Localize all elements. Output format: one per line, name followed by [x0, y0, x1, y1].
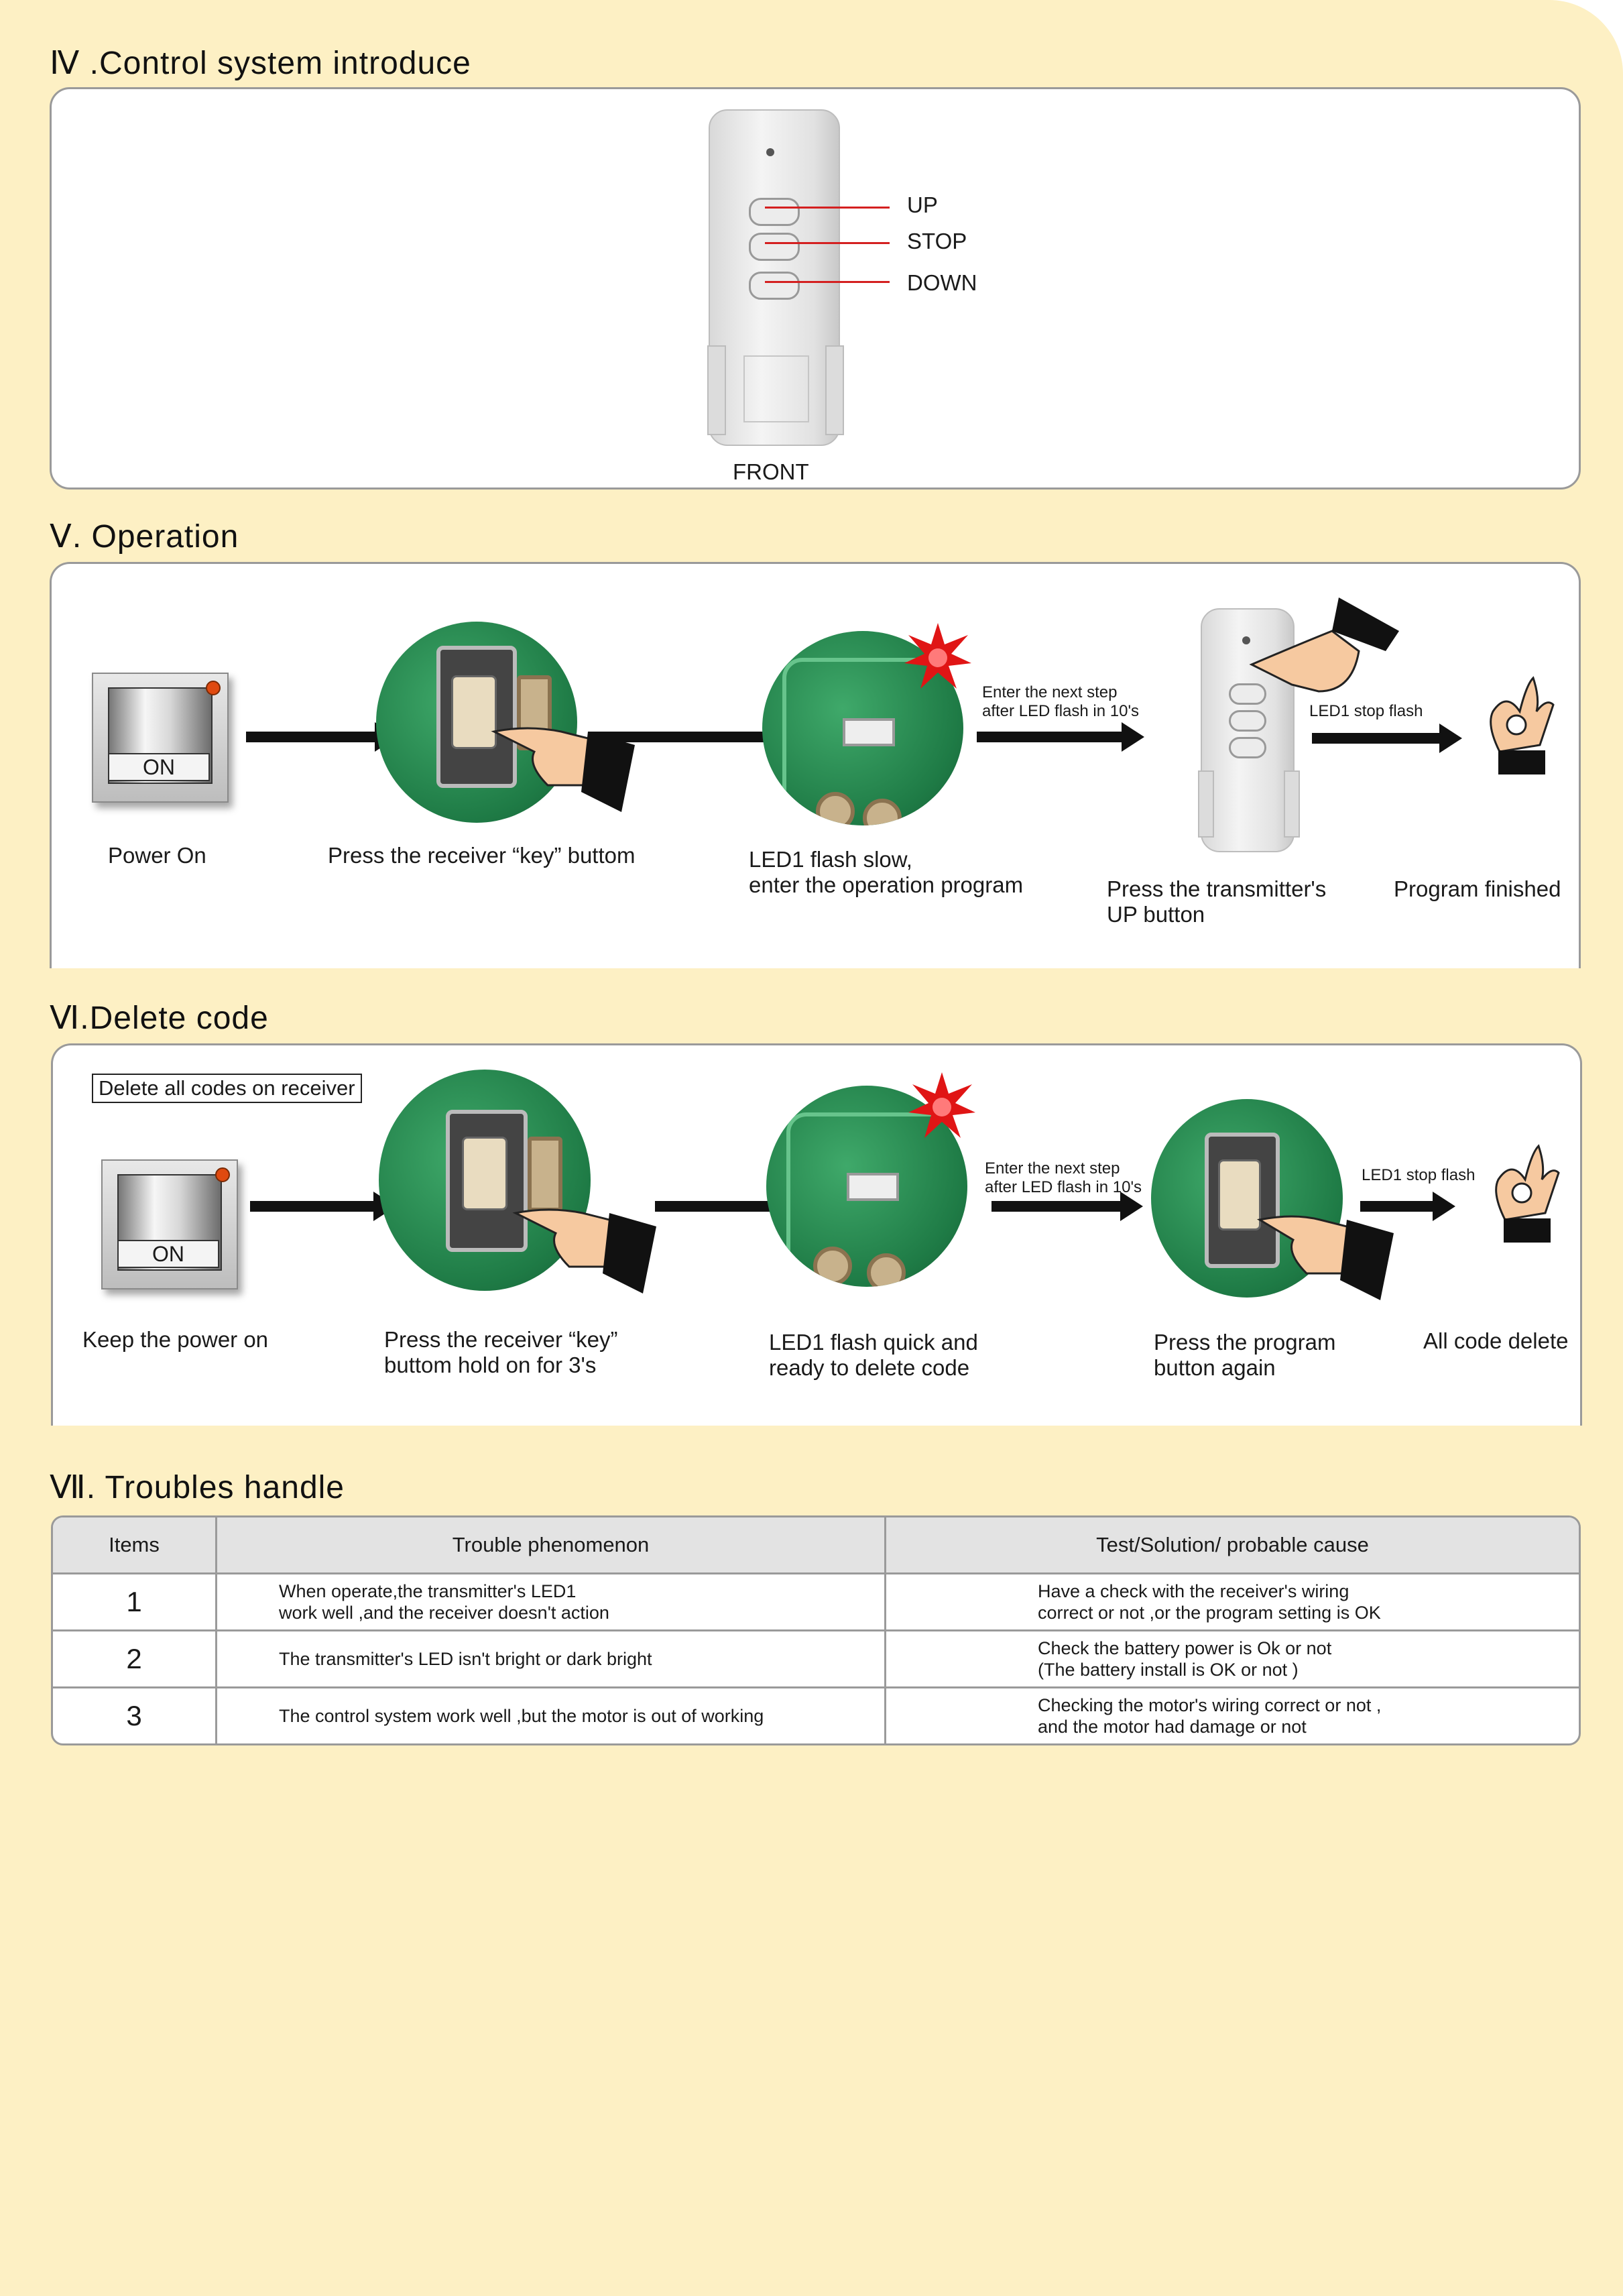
item-number: 3 [53, 1686, 215, 1743]
delete-step-3-label: LED1 flash quick and ready to delete cod… [769, 1330, 978, 1381]
delete-step-2-label: Press the receiver “key” buttom hold on … [384, 1327, 617, 1378]
arrow-right-icon [588, 732, 782, 742]
item-number: 1 [53, 1574, 215, 1629]
operation-step-4-label: Press the transmitter's UP button [1107, 876, 1326, 927]
pointing-hand-icon [509, 1166, 670, 1300]
arrow-right-icon [991, 1201, 1123, 1212]
remote-icon [709, 109, 840, 446]
delete-panel: Delete all codes on receiver ON Enter th… [51, 1043, 1582, 1426]
operation-step-2-label: Press the receiver “key” buttom [328, 843, 636, 868]
front-label: FRONT [733, 459, 809, 485]
delete-step-5-label: All code delete [1423, 1328, 1568, 1354]
operation-step-5-label: Program finished [1394, 876, 1561, 902]
solution-header: Test/Solution/ probable cause [884, 1517, 1579, 1574]
up-pointer-line [765, 207, 890, 209]
delete-arrow-note-1: Enter the next step after LED flash in 1… [985, 1159, 1142, 1197]
down-label: DOWN [907, 270, 977, 296]
pointing-hand-icon [1238, 591, 1406, 705]
flash-starburst-icon [904, 623, 971, 690]
pointing-hand-icon [1253, 1180, 1400, 1307]
troubles-table: Items Trouble phenomenon Test/Solution/ … [51, 1515, 1581, 1745]
pointing-hand-icon [487, 685, 648, 819]
stop-label: STOP [907, 229, 967, 254]
table-row: 2 The transmitter's LED isn't bright or … [53, 1629, 1579, 1686]
arrow-right-icon [977, 732, 1124, 742]
table-row: 3 The control system work well ,but the … [53, 1686, 1579, 1743]
item-number: 2 [53, 1629, 215, 1686]
phenomenon-cell: The control system work well ,but the mo… [215, 1686, 884, 1743]
section-title-troubles: Ⅶ. Troubles handle [50, 1469, 345, 1506]
delete-step-4-label: Press the program button again [1154, 1330, 1335, 1381]
operation-step-1-label: Power On [108, 843, 206, 868]
stop-pointer-line [765, 242, 890, 244]
control-panel: UP STOP DOWN FRONT [50, 87, 1581, 490]
table-row: 1 When operate,the transmitter's LED1 wo… [53, 1574, 1579, 1629]
section-title-operation: Ⅴ. Operation [50, 518, 239, 555]
ok-hand-icon [1485, 1139, 1565, 1247]
operation-step-3-label: LED1 flash slow, enter the operation pro… [749, 847, 1023, 898]
solution-cell: Checking the motor's wiring correct or n… [884, 1686, 1579, 1743]
phenomenon-cell: The transmitter's LED isn't bright or da… [215, 1629, 884, 1686]
arrow-right-icon [1360, 1201, 1435, 1212]
delete-box-label: Delete all codes on receiver [92, 1074, 362, 1103]
operation-panel: ON Enter the next step after LED flash i… [50, 562, 1581, 968]
delete-step-1-label: Keep the power on [82, 1327, 268, 1353]
ok-hand-icon [1480, 671, 1560, 779]
phenomenon-cell: When operate,the transmitter's LED1 work… [215, 1574, 884, 1629]
up-label: UP [907, 192, 938, 218]
section-title-control: Ⅳ .Control system introduce [50, 44, 471, 82]
solution-cell: Have a check with the receiver's wiring … [884, 1574, 1579, 1629]
operation-arrow-note-2: LED1 stop flash [1309, 702, 1423, 721]
switch-icon: ON [101, 1159, 238, 1289]
arrow-right-icon [250, 1201, 376, 1212]
solution-cell: Check the battery power is Ok or not (Th… [884, 1629, 1579, 1686]
arrow-right-icon [1312, 733, 1442, 744]
arrow-right-icon [655, 1201, 782, 1212]
down-pointer-line [765, 281, 890, 283]
flash-starburst-icon [908, 1072, 975, 1139]
section-title-delete: Ⅵ.Delete code [50, 999, 269, 1037]
items-header: Items [53, 1517, 215, 1574]
switch-icon: ON [92, 673, 229, 803]
phenomenon-header: Trouble phenomenon [215, 1517, 884, 1574]
delete-arrow-note-2: LED1 stop flash [1362, 1166, 1475, 1185]
operation-arrow-note-1: Enter the next step after LED flash in 1… [982, 683, 1139, 721]
arrow-right-icon [246, 732, 377, 742]
